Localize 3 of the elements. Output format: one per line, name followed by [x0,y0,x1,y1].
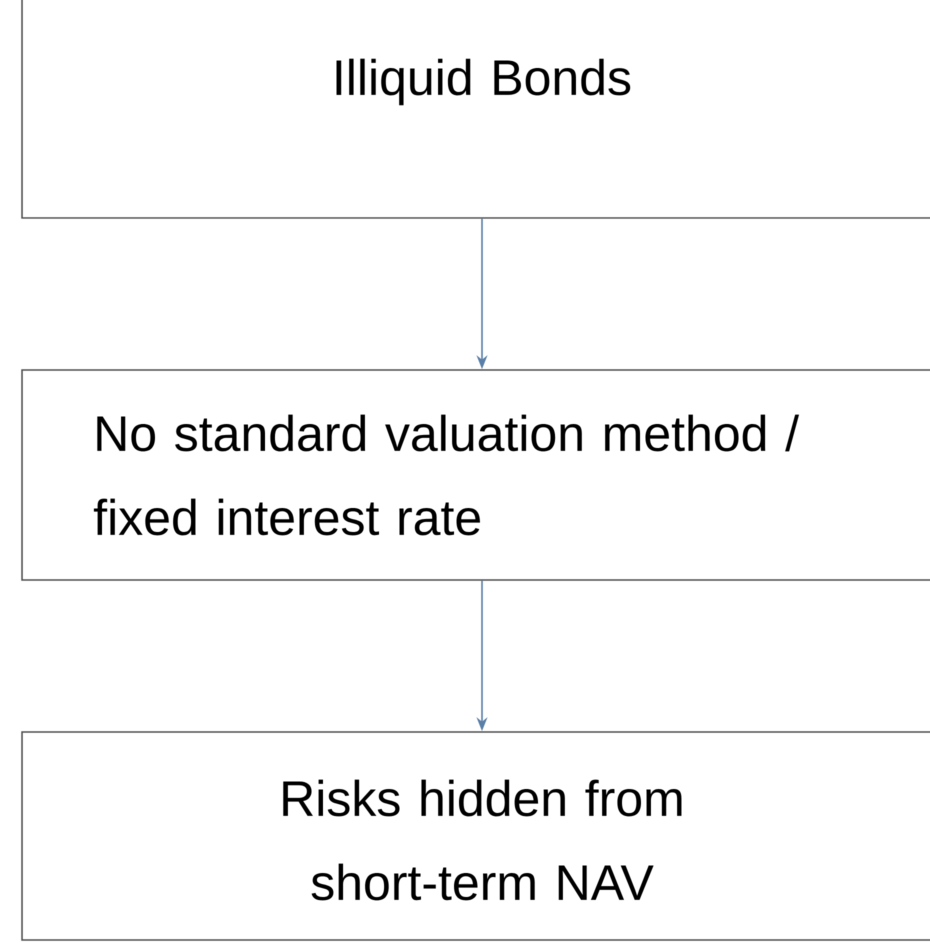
process-box: No standard valuation method / fixed interest rate [21,369,930,581]
process-box: Risks hidden from short-term NAV [21,731,930,941]
process-box: Illiquid Bonds [21,0,930,219]
